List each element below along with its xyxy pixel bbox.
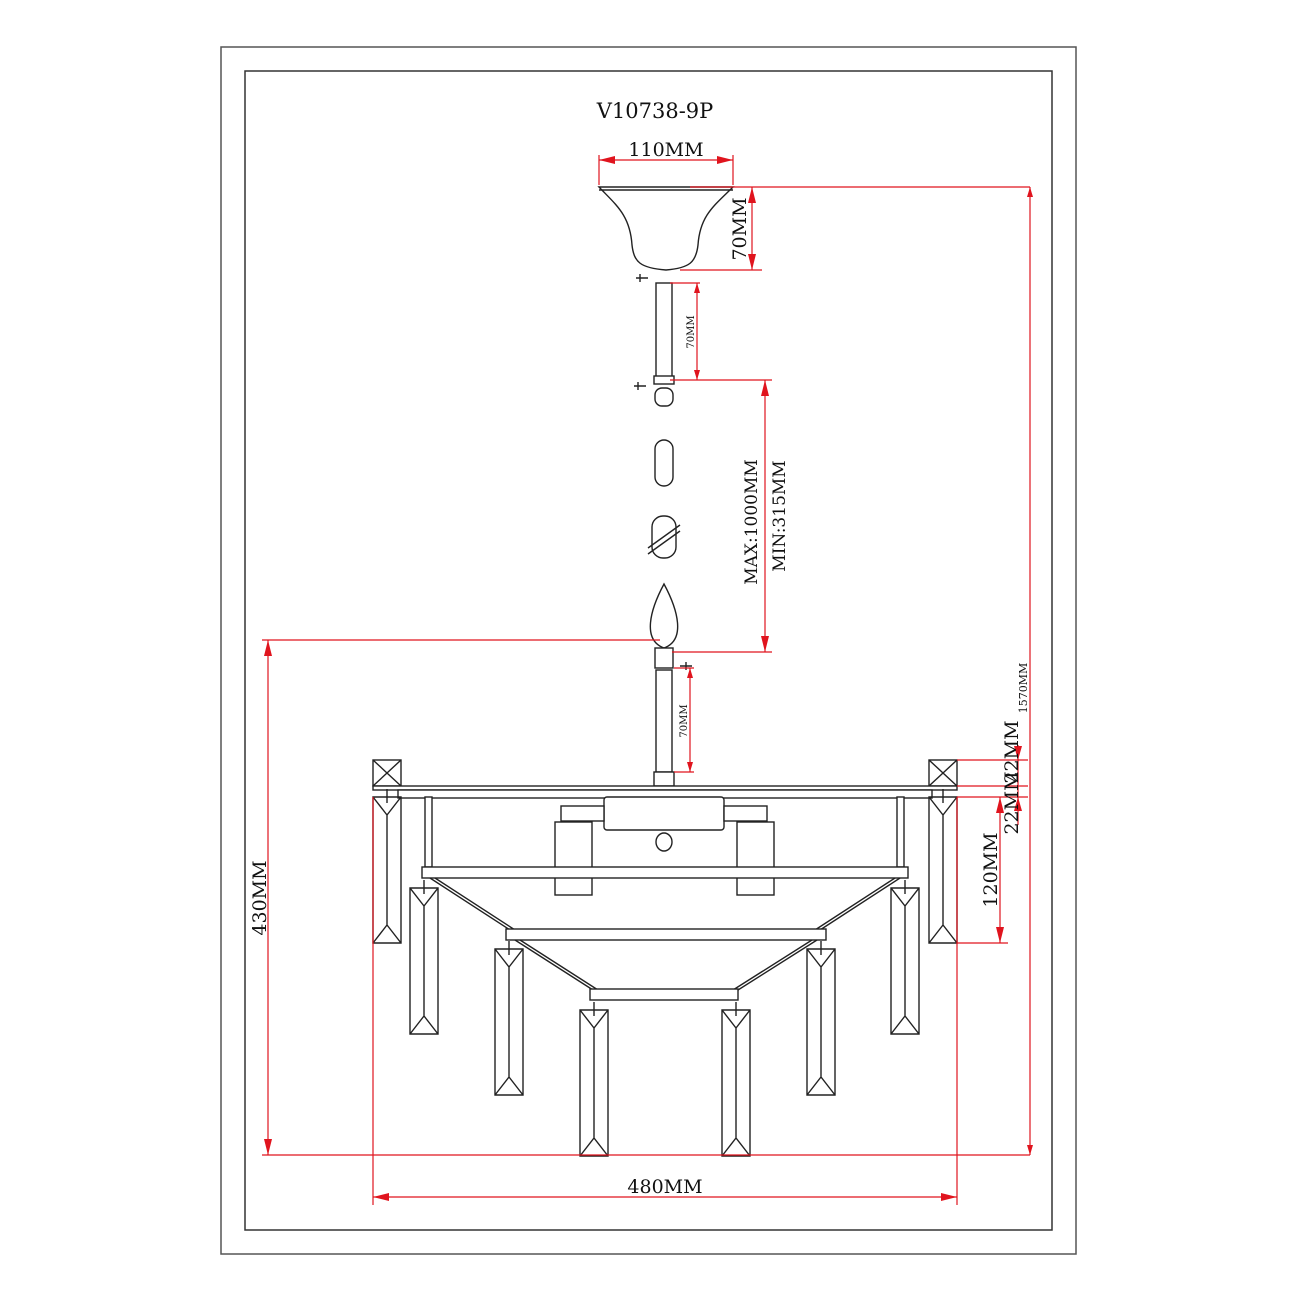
label-chain-max: MAX:1000MM — [742, 459, 762, 585]
inner-border — [244, 70, 1053, 1231]
label-total-height: 1570MM — [1017, 663, 1030, 714]
label-width: 480MM — [627, 1176, 702, 1198]
crystal-prism — [409, 887, 439, 1035]
suspension — [634, 282, 692, 787]
label-outer-crystal: 120MM — [980, 832, 1002, 907]
crystal-prism — [494, 948, 524, 1096]
model-number: V10738-9P — [596, 99, 714, 123]
dimension-lines — [262, 155, 1033, 1205]
crystal-prism — [372, 796, 402, 944]
label-chain-min: MIN:315MM — [770, 460, 790, 571]
crystals — [372, 789, 958, 1157]
label-body-height: 430MM — [249, 860, 271, 935]
crystal-prism — [721, 1009, 751, 1157]
crystal-prism — [806, 948, 836, 1096]
canopy — [597, 186, 735, 282]
frame — [372, 759, 958, 1001]
crystal-prism — [579, 1009, 609, 1157]
crystal-prism — [928, 796, 958, 944]
label-frame-top: 22MM — [1001, 720, 1023, 783]
label-upper-rod: 70MM — [686, 315, 697, 348]
outer-border — [220, 46, 1077, 1255]
label-canopy-width: 110MM — [628, 139, 703, 161]
label-frame-gap: 22MM — [1001, 771, 1023, 834]
label-lower-rod: 70MM — [679, 704, 690, 737]
crystal-prism — [890, 887, 920, 1035]
label-canopy-height: 70MM — [729, 197, 751, 260]
